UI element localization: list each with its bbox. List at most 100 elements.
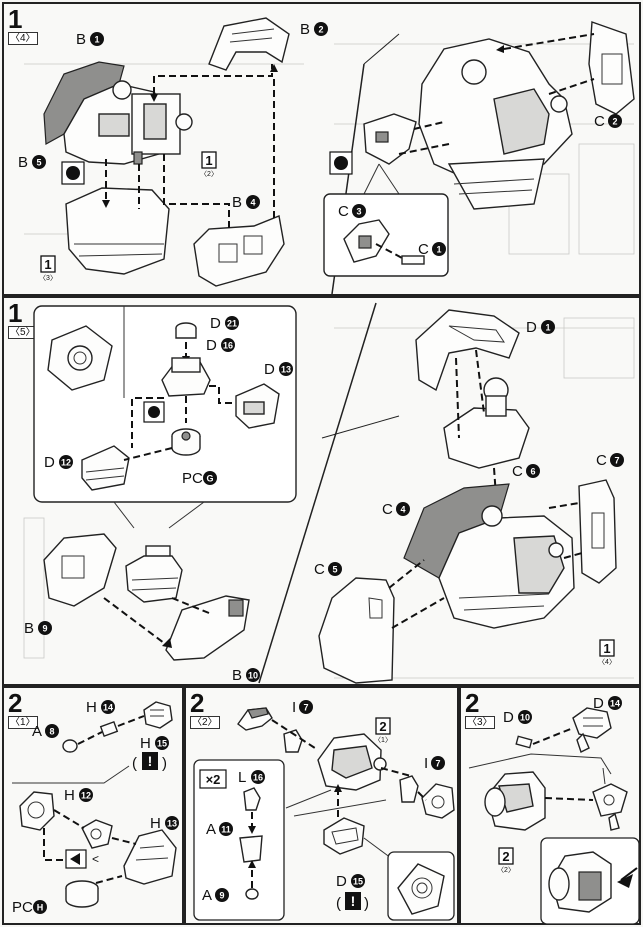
ref-step-2-2: 2 〈2〉: [497, 847, 515, 874]
assembly-line: [455, 357, 460, 439]
assembly-line: [103, 597, 165, 644]
part-square-pad: [47, 325, 113, 391]
svg-text:D: D: [206, 337, 217, 354]
svg-text:D: D: [264, 361, 275, 378]
step-2-1-illustration: ( ! ) <: [12, 699, 179, 916]
part-inner-gear: [125, 545, 183, 603]
label-d15: D 15: [336, 873, 365, 890]
svg-text:11: 11: [221, 825, 231, 835]
label-c1: C 1: [418, 241, 446, 258]
svg-text:A: A: [32, 723, 42, 740]
svg-text:C: C: [314, 561, 325, 578]
part-d10: [515, 735, 533, 749]
label-c7: C 7: [596, 452, 624, 469]
svg-text:〈3〉: 〈3〉: [39, 274, 57, 282]
svg-text:7: 7: [614, 456, 619, 466]
label-c4: C 4: [382, 501, 410, 518]
svg-text:1: 1: [44, 257, 51, 272]
svg-text:B: B: [18, 154, 28, 171]
svg-text:21: 21: [227, 319, 237, 329]
svg-text:C: C: [596, 452, 607, 469]
part-b2: [208, 17, 290, 71]
step-sub: 〈2〉: [190, 716, 220, 729]
label-b5: B 5: [18, 154, 46, 171]
part-inner-block: [131, 93, 193, 165]
divider-line-2: [363, 33, 400, 65]
part-d21: [175, 322, 197, 339]
label-a8: A 8: [32, 723, 59, 740]
svg-text:3: 3: [356, 207, 361, 217]
label-h14: H 14: [86, 699, 115, 716]
svg-text:4: 4: [250, 198, 255, 208]
step-2-3-illustration: D 10 D 14 2 〈2〉: [468, 695, 640, 925]
svg-text:〈2〉: 〈2〉: [200, 170, 218, 178]
svg-text:(: (: [132, 755, 137, 772]
assembly-line: [413, 121, 445, 130]
label-c5: C 5: [314, 561, 342, 578]
part-h14: [99, 721, 119, 737]
svg-text:C: C: [594, 113, 605, 130]
svg-text:4: 4: [400, 505, 405, 515]
svg-text:PC: PC: [12, 899, 33, 916]
svg-text:(: (: [336, 895, 341, 912]
assembly-line: [111, 837, 137, 845]
assembly-line: [271, 719, 319, 751]
svg-text:〈4〉: 〈4〉: [598, 658, 616, 666]
label-d10: D 10: [503, 709, 532, 726]
svg-text:B: B: [232, 194, 242, 211]
divider-line: [468, 753, 612, 775]
label-i7-left: I 7: [292, 699, 313, 716]
part-i7-left: [237, 707, 273, 731]
step-number: 2: [190, 688, 205, 718]
svg-text:5: 5: [36, 158, 41, 168]
part-core-unit: [443, 377, 530, 469]
assembly-line: [375, 243, 405, 260]
step-sub: 〈4〉: [8, 32, 38, 45]
label-d21: D 21: [210, 315, 239, 332]
assembly-line: [171, 597, 210, 614]
assembly-line: [209, 385, 236, 404]
step-1-4-illustration: B 1 B 2 B 5 B 4 C 2 C 3: [18, 17, 635, 295]
arrow-icon: [248, 826, 256, 834]
part-b10: [165, 595, 250, 661]
label-c2: C 2: [594, 113, 622, 130]
svg-text:A: A: [202, 887, 212, 904]
step-sub: 〈5〉: [8, 326, 38, 339]
svg-text:B: B: [24, 620, 34, 637]
svg-text:2: 2: [379, 719, 386, 734]
callout-lines: [113, 501, 205, 529]
svg-text:13: 13: [281, 365, 291, 375]
arrow-icon: [496, 45, 504, 53]
step-panel-2-1: 2 〈1〉 ( ! ): [2, 686, 184, 925]
svg-text:8: 8: [49, 727, 54, 737]
step-number: 2: [8, 688, 23, 718]
label-b1: B 1: [76, 31, 104, 48]
svg-text:H: H: [140, 735, 151, 752]
label-b9: B 9: [24, 620, 52, 637]
part-b4: [193, 215, 285, 287]
paint-marker-icon: [61, 161, 85, 185]
svg-text:1: 1: [94, 35, 99, 45]
part-c-joint: [363, 113, 417, 165]
arrow-icon: [162, 638, 172, 648]
assembly-line: [163, 154, 230, 232]
assembly-line: [380, 767, 412, 777]
step-1-5-illustration: D 21 D 16 D 13 D 12 PC G B 9: [23, 302, 635, 684]
step-number: 1: [8, 4, 23, 34]
part-c3: [343, 219, 390, 263]
label-d13: D 13: [264, 361, 293, 378]
divider-line-2: [321, 415, 400, 439]
svg-text:C: C: [382, 501, 393, 518]
part-pad-detail: [397, 863, 445, 915]
svg-text:D: D: [44, 454, 55, 471]
arrow-icon: [270, 64, 278, 72]
step-number: 2: [465, 688, 480, 718]
step-number: 1: [8, 298, 23, 328]
step-badge: 2 〈3〉: [465, 688, 495, 729]
divider-line: [12, 765, 130, 784]
label-h13: H 13: [150, 815, 179, 832]
step-sub: 〈1〉: [8, 716, 38, 729]
step-badge: 2 〈1〉: [8, 688, 38, 729]
callout-line: [602, 767, 606, 785]
part-d14: [572, 707, 612, 753]
